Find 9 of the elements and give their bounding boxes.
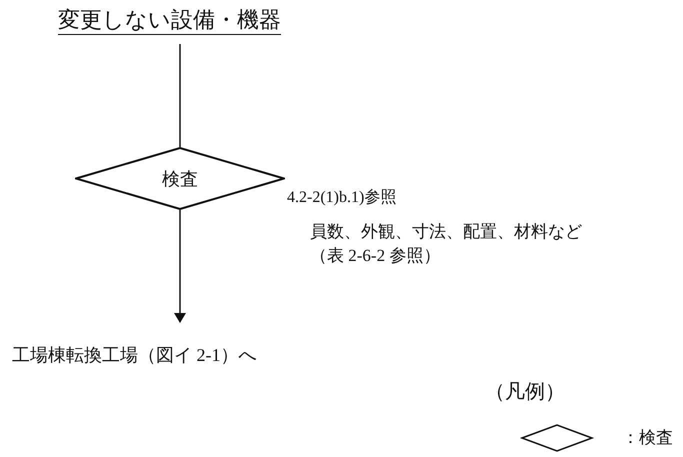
legend-text: ：検査 [622,427,673,449]
arrow [174,210,186,323]
decision-diamond: 検査 [75,147,285,210]
legend-heading: （凡例） [485,380,565,405]
heading: 変更しない設備・機器 [58,6,281,35]
annotation-text: 員数、外観、寸法、配置、材料など（表 2-6-2 参照） [310,221,583,267]
annotation-text: 4.2-2(1)b.1)参照 [287,188,398,208]
node-text: 工場棟転換工場（図イ 2-1）へ [12,343,256,367]
connector-line [179,44,181,147]
